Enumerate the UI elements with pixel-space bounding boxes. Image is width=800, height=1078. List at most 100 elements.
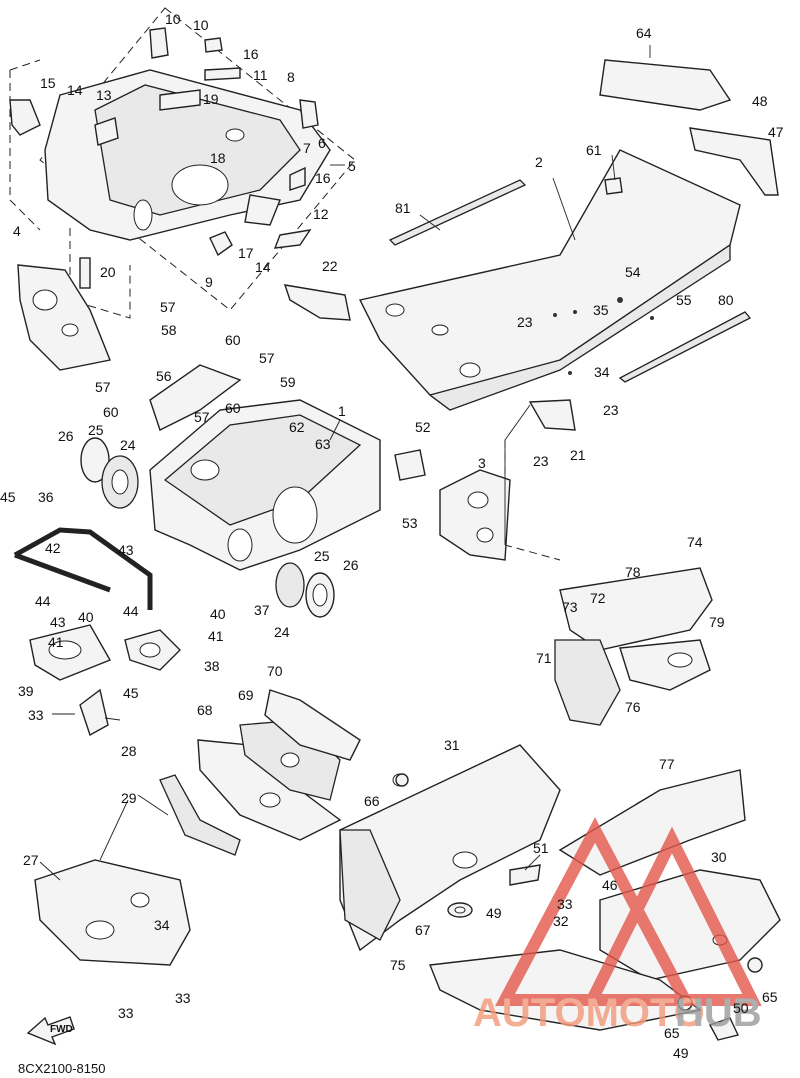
callout-45: 45: [0, 489, 16, 505]
callout-49: 49: [673, 1045, 689, 1061]
callout-35: 35: [593, 302, 609, 318]
callout-37: 37: [254, 602, 270, 618]
side-panel-27: [34, 859, 191, 966]
callout-3: 3: [478, 455, 486, 471]
callout-29: 29: [121, 790, 137, 806]
callout-73: 73: [562, 599, 578, 615]
callout-20: 20: [100, 264, 116, 280]
callout-26: 26: [343, 557, 359, 573]
callout-43: 43: [118, 542, 134, 558]
watermark-text-automoto: AUTOMOTO: [473, 991, 705, 1035]
main-frame-1: [149, 364, 426, 571]
bracket-38: [124, 629, 181, 671]
callout-45: 45: [123, 685, 139, 701]
front-frame-subassembly: [9, 27, 331, 257]
callout-57: 57: [194, 409, 210, 425]
callout-24: 24: [274, 624, 290, 640]
callout-40: 40: [210, 606, 226, 622]
callout-47: 47: [768, 124, 784, 140]
bracket-3: [439, 469, 511, 561]
callout-23: 23: [533, 453, 549, 469]
callout-61: 61: [586, 142, 602, 158]
callout-10: 10: [193, 17, 209, 33]
callout-75: 75: [390, 957, 406, 973]
heat-shield-78: [559, 567, 713, 651]
callout-54: 54: [625, 264, 641, 280]
callout-46: 46: [602, 877, 618, 893]
callout-5: 5: [348, 158, 356, 174]
bracket-21: [528, 399, 576, 431]
callout-8: 8: [287, 69, 295, 85]
callout-1: 1: [338, 403, 346, 419]
callout-30: 30: [711, 849, 727, 865]
callout-41: 41: [48, 634, 64, 650]
callout-76: 76: [625, 699, 641, 715]
callout-65: 65: [664, 1025, 680, 1041]
callout-17: 17: [238, 245, 254, 261]
callout-15: 15: [40, 75, 56, 91]
callout-69: 69: [238, 687, 254, 703]
callout-64: 64: [636, 25, 652, 41]
leader-lines: [39, 45, 651, 881]
callout-14: 14: [255, 259, 271, 275]
bracket-22: [283, 284, 351, 321]
callout-10: 10: [165, 11, 181, 27]
callout-57: 57: [160, 299, 176, 315]
callout-48: 48: [752, 93, 768, 109]
callout-4: 4: [13, 223, 21, 239]
callout-49: 49: [486, 905, 502, 921]
callout-43: 43: [50, 614, 66, 630]
bracket-39: [29, 624, 112, 681]
callout-65: 65: [762, 989, 778, 1005]
skid-plate-75: [429, 949, 702, 1031]
callout-40: 40: [78, 609, 94, 625]
side-bracket-4: [17, 257, 111, 371]
callout-51: 51: [533, 840, 549, 856]
callout-38: 38: [204, 658, 220, 674]
callout-23: 23: [517, 314, 533, 330]
callout-42: 42: [45, 540, 61, 556]
callout-33: 33: [557, 896, 573, 912]
callout-52: 52: [415, 419, 431, 435]
rubber-boot-24-bottom: [275, 562, 335, 618]
callout-33: 33: [175, 990, 191, 1006]
callout-32: 32: [553, 913, 569, 929]
callout-63: 63: [315, 436, 331, 452]
fwd-arrow-icon: FWD: [26, 1016, 75, 1046]
callout-39: 39: [18, 683, 34, 699]
fwd-label: FWD: [50, 1024, 73, 1035]
tunnel-panel-2: [358, 59, 779, 411]
callout-44: 44: [123, 603, 139, 619]
callout-9: 9: [205, 274, 213, 290]
watermark-text-hub: HUB: [675, 991, 762, 1035]
callout-16: 16: [315, 170, 331, 186]
callout-50: 50: [733, 1000, 749, 1016]
callout-36: 36: [38, 489, 54, 505]
callout-59: 59: [280, 374, 296, 390]
callout-81: 81: [395, 200, 411, 216]
callout-16: 16: [243, 46, 259, 62]
callout-66: 66: [364, 793, 380, 809]
callout-78: 78: [625, 564, 641, 580]
watermark-logo: AUTOMOTO HUB: [473, 817, 762, 1035]
callout-62: 62: [289, 419, 305, 435]
callout-27: 27: [23, 852, 39, 868]
callout-13: 13: [96, 87, 112, 103]
callout-68: 68: [197, 702, 213, 718]
callout-6: 6: [318, 135, 326, 151]
callout-numbers: 10 10 16 11 15 14 13 19 8 6 18 7 5 16 12…: [0, 11, 784, 1061]
callout-80: 80: [718, 292, 734, 308]
callout-24: 24: [120, 437, 136, 453]
shield-70: [264, 689, 361, 761]
callout-70: 70: [267, 663, 283, 679]
callout-33: 33: [28, 707, 44, 723]
callout-79: 79: [709, 614, 725, 630]
callout-53: 53: [402, 515, 418, 531]
callout-77: 77: [659, 756, 675, 772]
callout-60: 60: [225, 400, 241, 416]
callout-74: 74: [687, 534, 703, 550]
callout-12: 12: [313, 206, 329, 222]
callout-67: 67: [415, 922, 431, 938]
